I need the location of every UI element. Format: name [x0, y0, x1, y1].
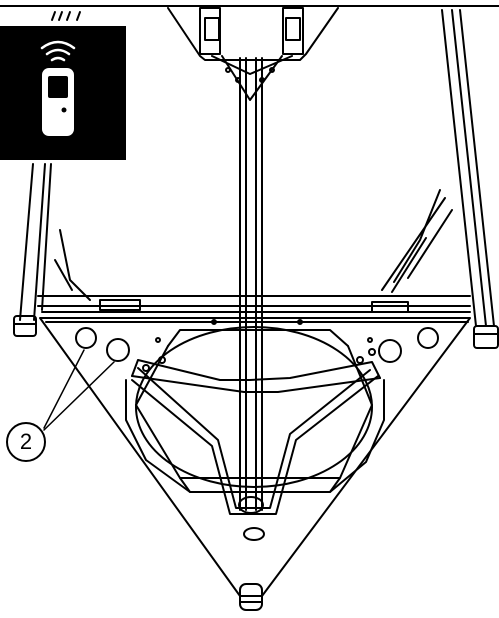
wireless-remote-control-icon	[40, 40, 76, 136]
right-leg	[441, 9, 499, 349]
center-rail	[239, 57, 263, 511]
callout-2: 2	[6, 422, 46, 462]
bottom-foot	[239, 583, 263, 611]
upper-struts	[54, 189, 453, 301]
remote-control-badge	[0, 26, 126, 160]
callout-label: 2	[19, 429, 33, 454]
top-mount-bracket	[167, 7, 339, 101]
callout-leader-lines	[43, 349, 115, 431]
mirror-cell	[125, 326, 385, 493]
cross-beam	[37, 295, 471, 313]
left-leg	[13, 11, 81, 337]
carry-handle	[131, 359, 381, 515]
